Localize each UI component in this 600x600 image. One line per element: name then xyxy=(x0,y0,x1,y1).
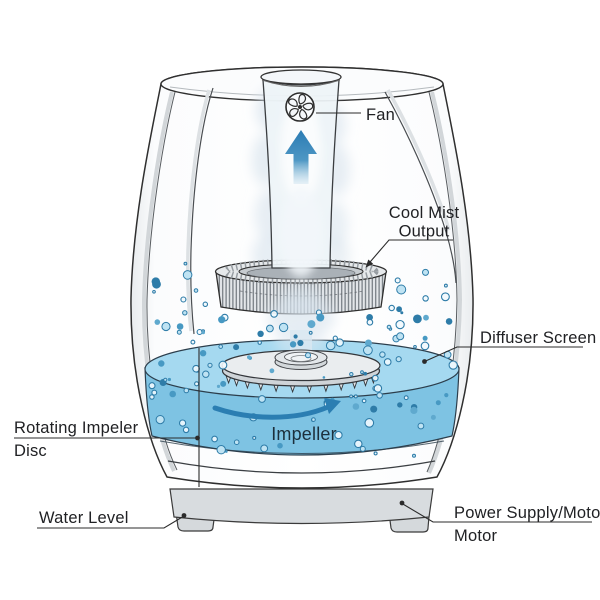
hub-center xyxy=(290,355,312,362)
leader-power xyxy=(401,503,592,523)
leader-lines xyxy=(14,112,592,529)
tube-mouth-lip xyxy=(261,79,341,87)
tube-mouth xyxy=(260,69,342,85)
up-arrow-icon xyxy=(285,130,317,184)
label-water-level: Water Level xyxy=(39,509,129,527)
label-diffuser-screen: Diffuser Screen xyxy=(480,329,596,347)
fan-icon xyxy=(285,92,315,122)
label-rotating-disc-line1: Rotating Impeler xyxy=(14,419,139,437)
label-cool-mist-line2: Output xyxy=(399,223,450,241)
mist-droplets xyxy=(148,261,458,458)
leader-diffuser xyxy=(424,346,583,363)
leader-power-dot xyxy=(399,500,405,506)
inner-wall-left xyxy=(190,87,214,335)
leader-water-level-dot xyxy=(181,513,187,518)
leader-water-level xyxy=(37,515,185,529)
base-slab xyxy=(169,488,434,525)
leader-diffuser-dot xyxy=(422,359,427,364)
label-impeller: Impeller xyxy=(271,424,337,444)
water-inner-bottom xyxy=(159,440,445,454)
base-unit xyxy=(169,488,434,533)
label-power-line1: Power Supply/Motor xyxy=(454,504,600,522)
drum-ring-ticks xyxy=(223,258,379,285)
leader-cool-mist-arrowhead xyxy=(365,259,374,268)
hub-inner xyxy=(284,351,318,363)
leader-cool-mist xyxy=(367,239,453,266)
inner-wall-band-left xyxy=(185,89,211,332)
shell-inner-bottom xyxy=(167,460,436,474)
label-cool-mist-line1: Cool Mist xyxy=(389,204,460,222)
inner-wall-right xyxy=(384,91,457,284)
label-power-line2: Motor xyxy=(454,527,497,545)
labels: Fan Cool Mist Output Diffuser Screen Imp… xyxy=(14,106,600,545)
label-rotating-disc-line2: Disc xyxy=(14,442,47,460)
inner-wall-band-right xyxy=(386,89,451,231)
tube-inner-mist xyxy=(280,95,322,277)
label-fan: Fan xyxy=(366,106,395,124)
rotation-arrow-icon xyxy=(212,398,341,420)
